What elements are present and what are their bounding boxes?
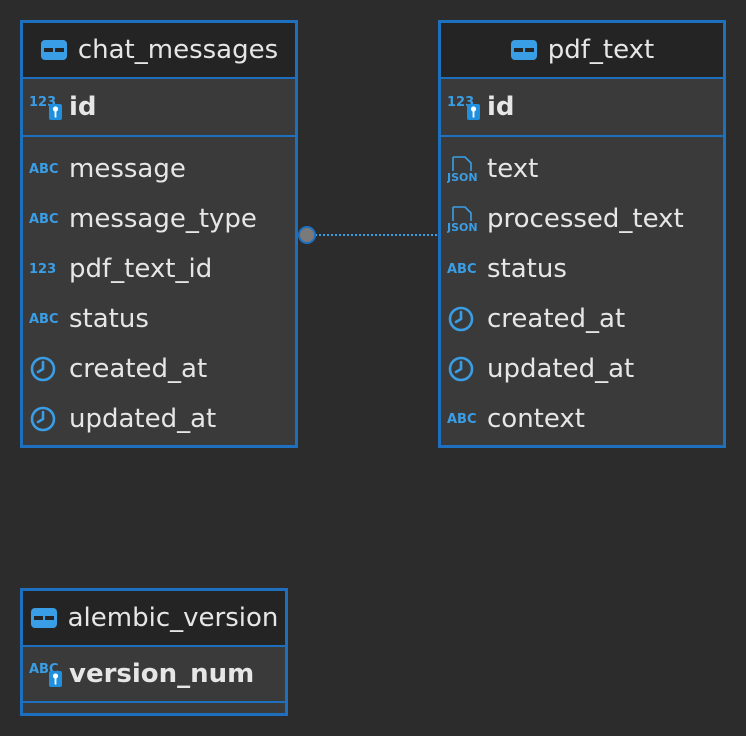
column-row[interactable]: created_at [441, 294, 723, 344]
table-name: pdf_text [547, 35, 655, 65]
column-name: updated_at [69, 404, 217, 434]
primary-key-row[interactable]: 123 id [441, 79, 723, 137]
column-name: context [487, 404, 585, 434]
text-type-icon: ABC [29, 205, 65, 233]
column-row[interactable]: updated_at [441, 344, 723, 394]
svg-text:ABC: ABC [447, 262, 477, 277]
svg-text:JSON: JSON [447, 221, 478, 233]
column-name: id [487, 92, 515, 122]
svg-text:123: 123 [29, 262, 56, 277]
column-row[interactable]: created_at [23, 344, 295, 394]
table-header[interactable]: chat_messages [23, 23, 295, 79]
column-name: updated_at [487, 354, 635, 384]
numeric-key-icon: 123 [29, 93, 65, 121]
json-type-icon: JSON [447, 155, 483, 183]
svg-text:ABC: ABC [447, 412, 477, 427]
column-name: pdf_text_id [69, 254, 213, 284]
column-row[interactable]: ABC message_type [23, 194, 295, 244]
table-header[interactable]: pdf_text [441, 23, 723, 79]
column-row[interactable]: ABC message [23, 144, 295, 194]
column-name: created_at [487, 304, 626, 334]
column-list: JSON text JSON processed_text ABC [441, 137, 723, 444]
table-alembic-version[interactable]: alembic_version ABC version_num [20, 588, 288, 716]
column-row[interactable]: updated_at [23, 394, 295, 444]
table-chat-messages[interactable]: chat_messages 123 id ABC message [20, 20, 298, 448]
svg-text:ABC: ABC [29, 162, 59, 177]
svg-text:ABC: ABC [29, 212, 59, 227]
text-type-icon: ABC [447, 255, 483, 283]
table-header[interactable]: alembic_version [23, 591, 285, 647]
svg-text:JSON: JSON [447, 171, 478, 183]
primary-key-row[interactable]: ABC version_num [23, 647, 285, 703]
table-name: alembic_version [67, 603, 279, 633]
column-name: status [69, 304, 149, 334]
text-type-icon: ABC [447, 405, 483, 433]
json-type-icon: JSON [447, 205, 483, 233]
column-name: message [69, 154, 186, 184]
clock-icon [447, 355, 483, 383]
table-icon [510, 36, 540, 64]
table-name: chat_messages [77, 35, 279, 65]
table-icon [30, 604, 60, 632]
table-icon [40, 36, 70, 64]
column-row[interactable]: ABC status [23, 294, 295, 344]
column-name: status [487, 254, 567, 284]
column-row[interactable]: ABC status [441, 244, 723, 294]
primary-key-row[interactable]: 123 id [23, 79, 295, 137]
column-name: text [487, 154, 539, 184]
clock-icon [447, 305, 483, 333]
column-name: created_at [69, 354, 208, 384]
text-key-icon: ABC [29, 660, 65, 688]
column-row[interactable]: 123 pdf_text_id [23, 244, 295, 294]
numeric-type-icon: 123 [29, 255, 65, 283]
column-row[interactable]: JSON processed_text [441, 194, 723, 244]
column-name: id [69, 92, 97, 122]
numeric-key-icon: 123 [447, 93, 483, 121]
text-type-icon: ABC [29, 155, 65, 183]
text-type-icon: ABC [29, 305, 65, 333]
column-name: processed_text [487, 204, 684, 234]
column-row[interactable]: ABC context [441, 394, 723, 444]
column-name: message_type [69, 204, 257, 234]
clock-icon [29, 355, 65, 383]
relationship-endpoint-dot [298, 226, 316, 244]
svg-text:ABC: ABC [29, 312, 59, 327]
table-pdf-text[interactable]: pdf_text 123 id JSON [438, 20, 726, 448]
clock-icon [29, 405, 65, 433]
column-name: version_num [69, 659, 255, 689]
column-row[interactable]: JSON text [441, 144, 723, 194]
column-list: ABC message ABC message_type 123 pdf_tex… [23, 137, 295, 444]
